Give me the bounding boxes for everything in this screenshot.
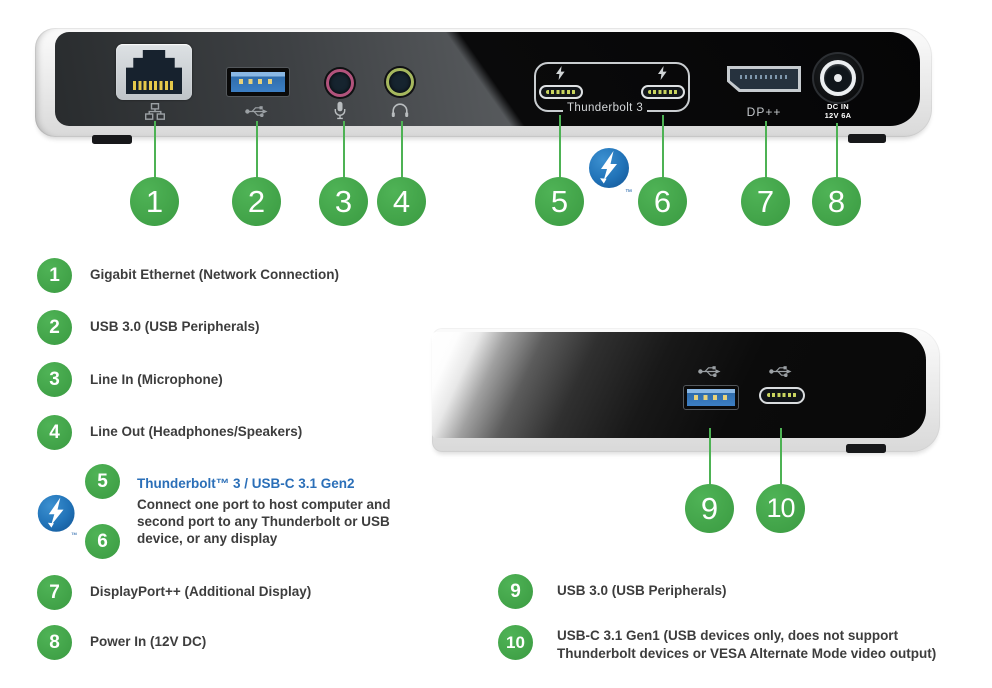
thunderbolt-group-label: Thunderbolt 3: [563, 101, 648, 115]
callout-line-4: [401, 121, 403, 178]
callout-6: 6: [638, 177, 687, 226]
usb-c-front-pins: [767, 393, 797, 397]
usb-trident-icon: [245, 106, 268, 117]
legend-tb-body-line3: device, or any display: [137, 531, 278, 546]
callout-9: 9: [685, 484, 734, 533]
callout-4: 4: [377, 177, 426, 226]
legend-num-8: 8: [37, 625, 72, 660]
callout-1: 1: [130, 177, 179, 226]
line-in-jack: [326, 69, 354, 97]
ethernet-port-pins: [133, 81, 175, 90]
displayport-cavity: [730, 69, 798, 89]
legend-text-10-line2: Thunderbolt devices or VESA Alternate Mo…: [557, 645, 937, 661]
callout-line-10: [780, 428, 782, 485]
callout-3: 3: [319, 177, 368, 226]
thunderbolt-logo-icon: ™: [37, 494, 77, 539]
dock-rear-right-foot: [848, 134, 886, 143]
ethernet-network-icon: [145, 103, 165, 120]
legend-tb-body-line1: Connect one port to host computer and: [137, 497, 391, 512]
legend-num-5: 5: [85, 464, 120, 499]
legend-tb-title: Thunderbolt™ 3 / USB-C 3.1 Gen2: [137, 476, 355, 491]
legend-text-9: USB 3.0 (USB Peripherals): [557, 583, 727, 598]
legend-text-1: Gigabit Ethernet (Network Connection): [90, 267, 340, 282]
legend-num-6: 6: [85, 524, 120, 559]
legend-text-3: Line In (Microphone): [90, 372, 223, 387]
legend-num-1: 1: [37, 258, 72, 293]
legend-num-7: 7: [37, 575, 72, 610]
legend-text-8: Power In (12V DC): [90, 634, 207, 649]
usb-trident-icon: [698, 366, 721, 377]
dc-power-jack-pin: [834, 74, 842, 82]
legend-tb-body-line2: second port to any Thunderbolt or USB: [137, 514, 390, 529]
legend-text-4: Line Out (Headphones/Speakers): [90, 424, 303, 439]
displayport-pins: [740, 75, 790, 79]
dock-front-panel: [432, 332, 926, 438]
usb-trident-icon: [769, 366, 792, 377]
legend-num-10: 10: [498, 625, 533, 660]
callout-line-3: [343, 121, 345, 178]
line-out-jack: [386, 68, 414, 96]
legend-text-10-line1: USB-C 3.1 Gen1 (USB devices only, does n…: [557, 628, 899, 643]
legend-text-2: USB 3.0 (USB Peripherals): [90, 319, 260, 334]
callout-5: 5: [535, 177, 584, 226]
headphones-icon: [391, 103, 409, 117]
legend-text-10: USB-C 3.1 Gen1 (USB devices only, does n…: [557, 627, 936, 662]
callout-2: 2: [232, 177, 281, 226]
dock-front-foot: [846, 444, 886, 453]
callout-8: 8: [812, 177, 861, 226]
legend-num-9: 9: [498, 574, 533, 609]
callout-line-2: [256, 121, 258, 178]
legend-text-7: DisplayPort++ (Additional Display): [90, 584, 312, 599]
dc-label-line1: DC IN: [827, 102, 849, 111]
thunderbolt-logo-icon: ™: [589, 148, 632, 196]
legend-tb-body: Connect one port to host computer and se…: [137, 496, 391, 547]
callout-10: 10: [756, 484, 805, 533]
lightning-bolt-icon: [658, 66, 667, 80]
callout-line-8: [836, 123, 838, 178]
callout-7: 7: [741, 177, 790, 226]
lightning-bolt-icon: [556, 66, 565, 80]
dc-power-jack-ring: [820, 60, 856, 96]
microphone-icon: [334, 101, 346, 120]
callout-line-1: [154, 121, 156, 178]
dc-label-line2: 12V 6A: [824, 111, 852, 120]
trademark-symbol: ™: [71, 532, 77, 539]
callout-line-5: [559, 115, 561, 178]
legend-num-2: 2: [37, 310, 72, 345]
usb-a-rear-pins: [239, 79, 277, 84]
displayport-label: DP++: [746, 105, 782, 119]
legend-num-4: 4: [37, 415, 72, 450]
thunderbolt-port-2-pins: [648, 90, 678, 94]
thunderbolt-port-1-pins: [546, 90, 576, 94]
trademark-symbol: ™: [625, 189, 632, 196]
dc-power-label: DC IN 12V 6A: [810, 102, 866, 120]
callout-line-7: [765, 121, 767, 178]
callout-line-9: [709, 428, 711, 485]
legend-num-3: 3: [37, 362, 72, 397]
dock-rear-left-foot: [92, 135, 132, 144]
usb-a-front-pins: [694, 395, 728, 400]
callout-line-6: [662, 115, 664, 178]
